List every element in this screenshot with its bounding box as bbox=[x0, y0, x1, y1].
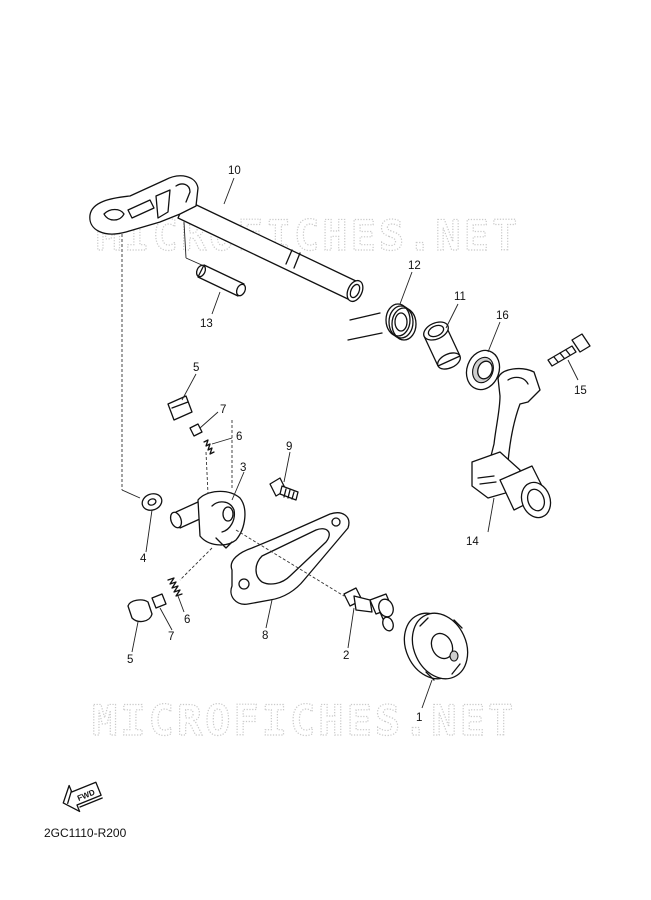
part-16-seal bbox=[465, 349, 501, 391]
part-14-shift-pedal bbox=[471, 367, 552, 519]
watermark-bottom: MICROFICHES.NET bbox=[92, 696, 516, 745]
callout-1: 1 bbox=[416, 712, 422, 724]
leader-lines bbox=[121, 177, 579, 709]
part-6-spring-upper bbox=[203, 439, 215, 455]
part-13-pin bbox=[195, 264, 247, 297]
part-8-plate bbox=[230, 512, 350, 605]
part-1-drum-segment bbox=[403, 612, 469, 681]
callout-6-lower: 6 bbox=[184, 614, 190, 626]
callout-3: 3 bbox=[240, 462, 246, 474]
callout-7-lower: 7 bbox=[168, 631, 174, 643]
callout-16: 16 bbox=[496, 310, 509, 322]
callout-11: 11 bbox=[454, 291, 466, 303]
callout-2: 2 bbox=[343, 650, 349, 662]
part-5-pawl-lower bbox=[127, 599, 153, 623]
callout-7-upper: 7 bbox=[220, 404, 226, 416]
callout-5-upper: 5 bbox=[193, 362, 199, 374]
part-2-stopper-bolt bbox=[343, 587, 394, 632]
callout-12: 12 bbox=[408, 260, 421, 272]
part-15-bolt bbox=[547, 333, 591, 367]
part-7-pin-lower bbox=[151, 593, 167, 609]
part-9-screw bbox=[269, 477, 299, 501]
fwd-arrow-icon: FWD bbox=[62, 781, 103, 813]
callout-15: 15 bbox=[574, 385, 587, 397]
diagram-code: 2GC1110-R200 bbox=[44, 826, 127, 840]
part-5-pawl-upper bbox=[167, 395, 193, 421]
part-3-shift-arm bbox=[169, 490, 246, 549]
callout-6-upper: 6 bbox=[236, 431, 242, 443]
callout-9: 9 bbox=[286, 441, 292, 453]
part-12-torsion-spring bbox=[347, 303, 417, 341]
part-4-washer bbox=[141, 493, 163, 511]
part-6-spring-lower bbox=[167, 577, 183, 597]
part-10-shift-shaft bbox=[89, 175, 364, 303]
callout-numbers: 10 13 12 11 16 15 14 5 7 6 3 9 4 6 7 5 8… bbox=[127, 165, 587, 724]
callout-4: 4 bbox=[140, 553, 147, 565]
callout-8: 8 bbox=[262, 630, 268, 642]
callout-10: 10 bbox=[228, 165, 241, 177]
callout-5-lower: 5 bbox=[127, 654, 133, 666]
callout-14: 14 bbox=[466, 536, 479, 548]
part-7-pin-upper bbox=[189, 423, 203, 437]
part-11-collar bbox=[423, 321, 461, 370]
callout-13: 13 bbox=[200, 318, 213, 330]
